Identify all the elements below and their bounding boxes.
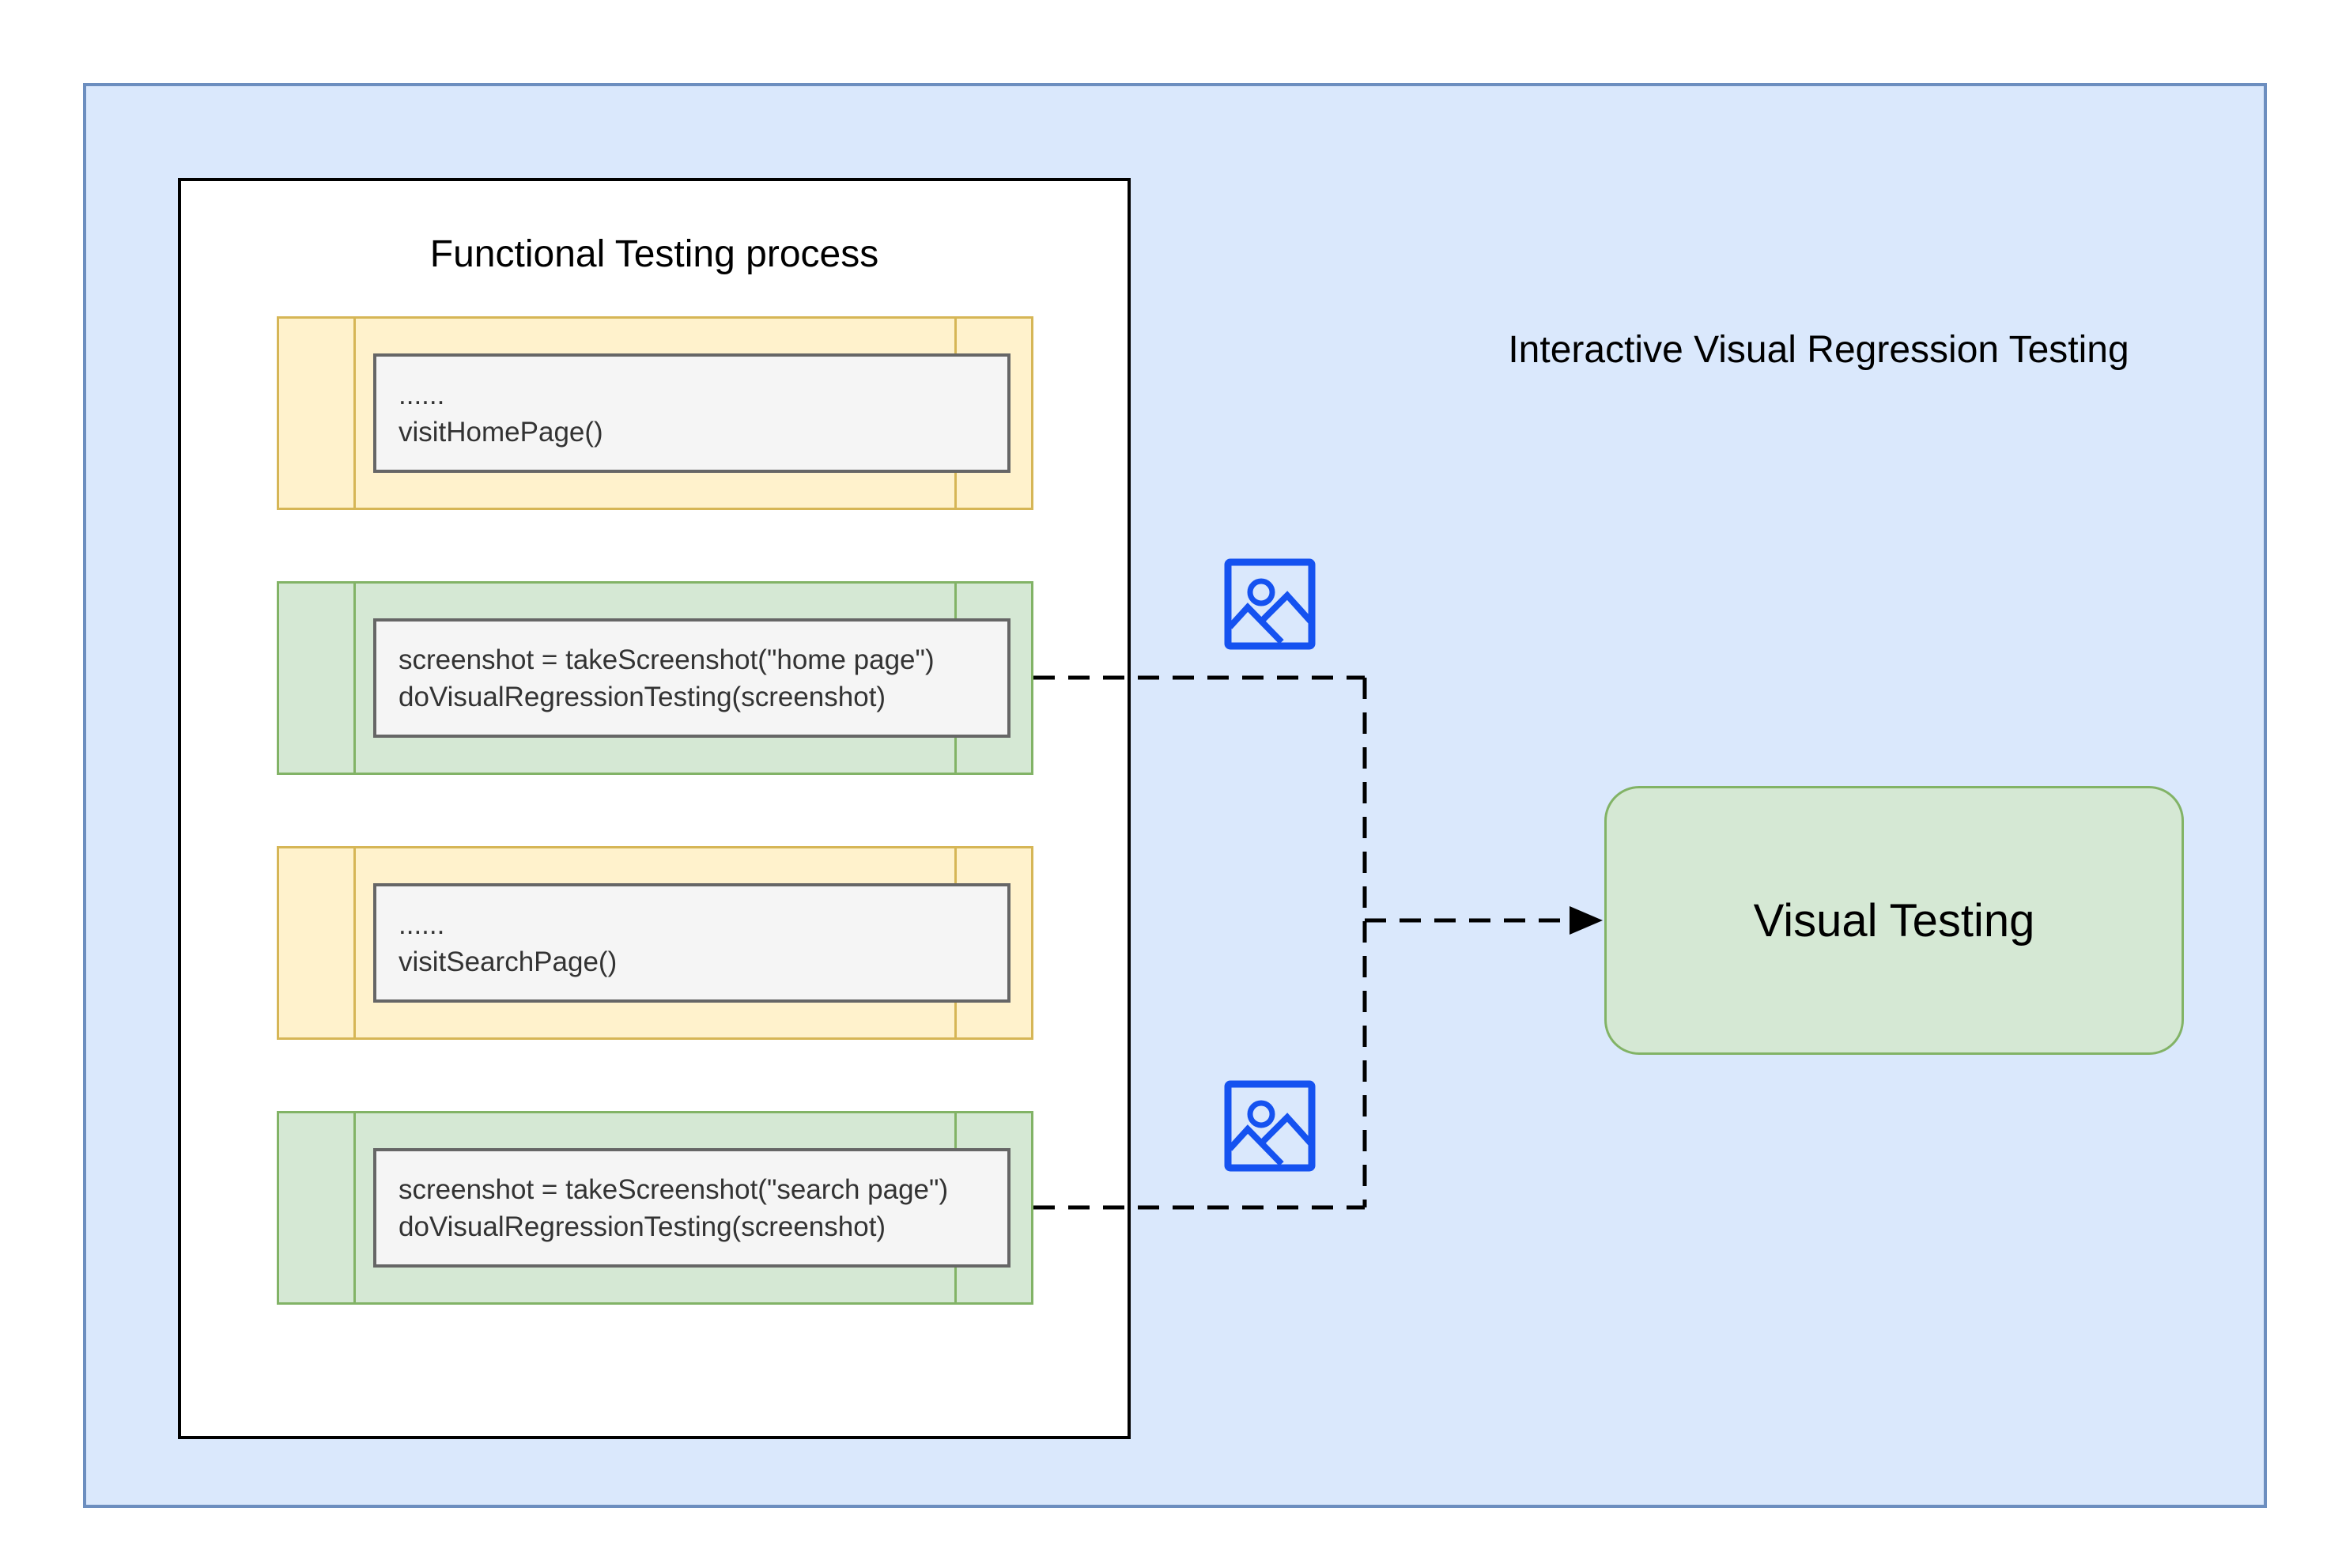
code-line: ...... xyxy=(399,379,445,410)
visual-testing-label: Visual Testing xyxy=(1753,894,2035,946)
code-box-screenshot-search: screenshot = takeScreenshot("search page… xyxy=(373,1148,1011,1268)
interactive-vrt-title: Interactive Visual Regression Testing xyxy=(1508,329,2129,371)
code-line: visitHomePage() xyxy=(399,416,603,448)
code-line: screenshot = takeScreenshot("home page") xyxy=(399,644,935,675)
code-line: doVisualRegressionTesting(screenshot) xyxy=(399,1211,886,1242)
code-line: doVisualRegressionTesting(screenshot) xyxy=(399,681,886,712)
code-box-screenshot-home: screenshot = takeScreenshot("home page")… xyxy=(373,618,1011,738)
code-line: screenshot = takeScreenshot("search page… xyxy=(399,1173,949,1205)
functional-testing-title: Functional Testing process xyxy=(429,233,879,275)
code-line: visitSearchPage() xyxy=(399,946,618,977)
code-line: ...... xyxy=(399,909,445,940)
code-box-visit-home: ...... visitHomePage() xyxy=(373,353,1011,473)
visual-testing-node: Visual Testing xyxy=(1604,786,2184,1055)
code-box-visit-search: ...... visitSearchPage() xyxy=(373,883,1011,1003)
